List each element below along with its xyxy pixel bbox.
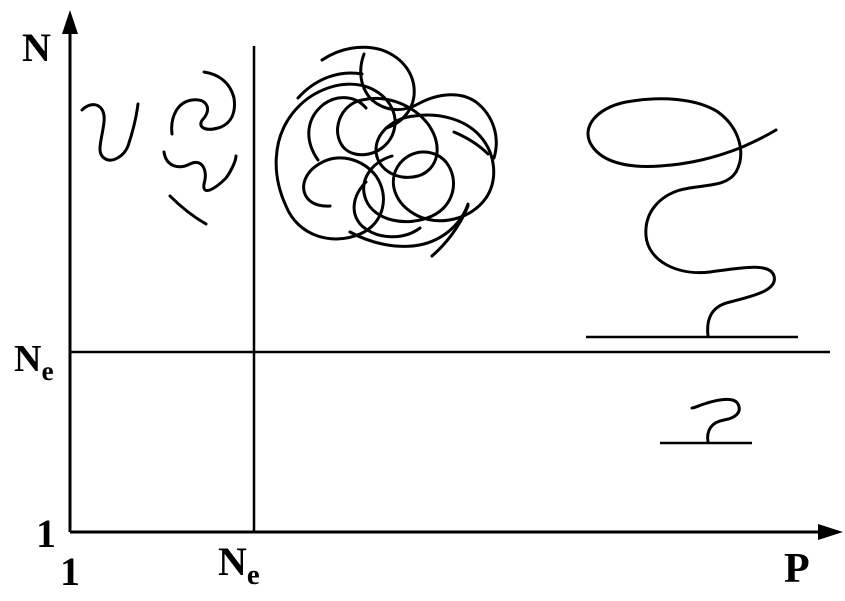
x-axis-arrowhead	[818, 524, 843, 540]
short-chain-3	[162, 150, 238, 193]
tethered-long-chain	[586, 97, 778, 338]
y-origin-label: 1	[36, 511, 56, 556]
y-axis-label: N	[22, 25, 51, 70]
short-chain-2	[170, 70, 236, 136]
tethered-short-chain	[690, 397, 741, 444]
short-chain-4	[168, 194, 208, 226]
x-ne-marker: Ne	[218, 539, 260, 592]
short-chain-1	[80, 102, 140, 162]
x-origin-label: 1	[60, 549, 80, 594]
x-axis-label: P	[784, 546, 810, 592]
y-ne-marker: Ne	[14, 338, 54, 386]
y-axis-arrowhead	[62, 10, 78, 34]
entangled-coil	[274, 45, 498, 258]
